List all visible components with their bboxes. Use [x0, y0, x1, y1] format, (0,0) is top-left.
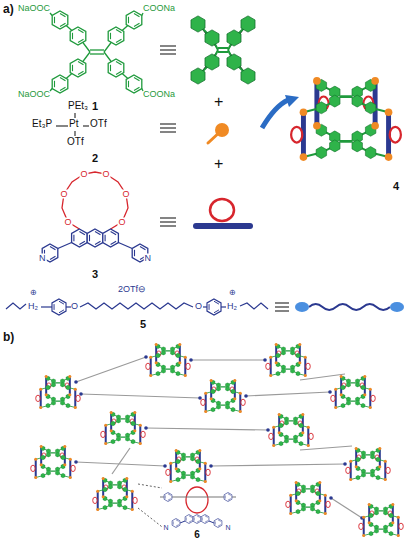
atom-label: O — [59, 190, 68, 199]
platinum-bonds — [56, 113, 89, 136]
group-label: NaOOC — [18, 3, 50, 14]
counterion-label: 2OTf⊖ — [118, 284, 146, 295]
compound-5-structure — [6, 299, 268, 315]
atom-label: O — [71, 301, 78, 312]
charge-label: ⊕ — [30, 288, 37, 298]
network-cages — [31, 343, 404, 537]
plus-sign: + — [214, 92, 223, 111]
tetraphenyl-cartoon — [191, 16, 255, 84]
atom-label: N — [144, 253, 153, 262]
compound-number: 2 — [92, 152, 98, 165]
reaction-arrow — [262, 95, 299, 128]
plus-sign: + — [214, 154, 223, 173]
atom-label: N — [162, 524, 169, 531]
group-label: COONa — [143, 3, 175, 14]
panel-label: a) — [3, 2, 14, 16]
compound-1-structure — [50, 11, 143, 93]
ligand-label: OTf — [90, 118, 107, 130]
cage-4 — [291, 77, 401, 161]
compound-number: 1 — [92, 100, 98, 113]
compound-number: 5 — [140, 318, 146, 331]
atom-label: O — [117, 218, 126, 227]
atom-label: N — [38, 253, 47, 262]
atom-label: O — [79, 170, 88, 179]
thread-cartoon — [295, 302, 404, 312]
ligand-label: PEt₃ — [68, 100, 88, 112]
macrocycle-cartoon — [196, 199, 250, 226]
compound-number: 3 — [92, 268, 98, 281]
thread-stoppers — [74, 355, 364, 520]
ligand-label: Et₃P — [32, 118, 52, 130]
ligand-label: OTf — [67, 136, 84, 148]
panel-label: b) — [3, 330, 14, 344]
platinum-cartoon — [208, 123, 229, 143]
atom-label: O — [121, 190, 130, 199]
atom-label: H₂ — [28, 301, 38, 312]
compound-number: 6 — [194, 529, 200, 541]
atom-label: Pt — [69, 118, 78, 130]
compound-3-structure — [42, 172, 148, 262]
group-label: COONa — [143, 89, 175, 100]
charge-label: ⊕ — [229, 288, 236, 298]
complex-6-structure — [160, 487, 236, 528]
atom-label: N — [224, 524, 231, 531]
atom-label: O — [101, 170, 110, 179]
atom-label: O — [195, 301, 202, 312]
equivalence-sign — [160, 46, 289, 311]
group-label: NaOOC — [18, 89, 50, 100]
compound-number: 4 — [393, 180, 399, 193]
atom-label: H₂ — [227, 301, 237, 312]
atom-label: O — [63, 218, 72, 227]
network-threads — [76, 357, 362, 518]
